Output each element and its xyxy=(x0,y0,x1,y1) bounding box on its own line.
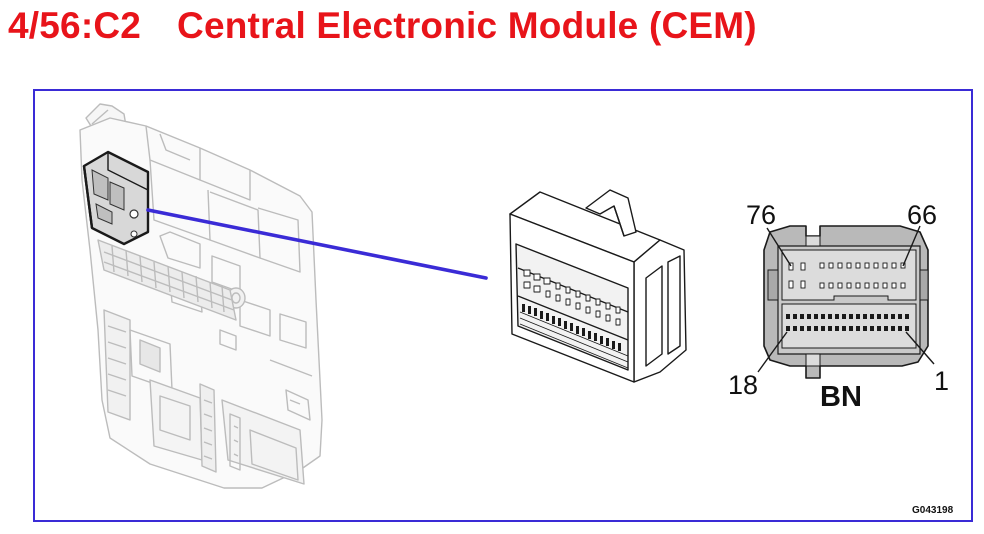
pin-cavities xyxy=(788,262,906,289)
connector-face-pinout: 76 66 18 1 BN xyxy=(728,200,949,413)
leader-line xyxy=(146,208,488,280)
diagram-frame xyxy=(33,89,973,522)
pin-label-76: 76 xyxy=(746,200,776,230)
connector-color-code: BN xyxy=(820,381,862,413)
connector-code: 4/56:C2 xyxy=(8,5,142,46)
pin-label-18: 18 xyxy=(728,370,758,400)
figure-id: G043198 xyxy=(912,505,954,516)
pin-label-66: 66 xyxy=(907,200,937,230)
module-name: Central Electronic Module (CEM) xyxy=(177,5,757,46)
pin-cavities-lower xyxy=(786,314,909,331)
diagram-title: 4/56:C2 Central Electronic Module (CEM) xyxy=(8,2,757,50)
connector-plug-illustration xyxy=(509,189,687,383)
pin-leader-lines xyxy=(757,225,935,373)
cem-connector-socket-highlight xyxy=(82,150,150,246)
pin-label-1: 1 xyxy=(934,366,949,396)
